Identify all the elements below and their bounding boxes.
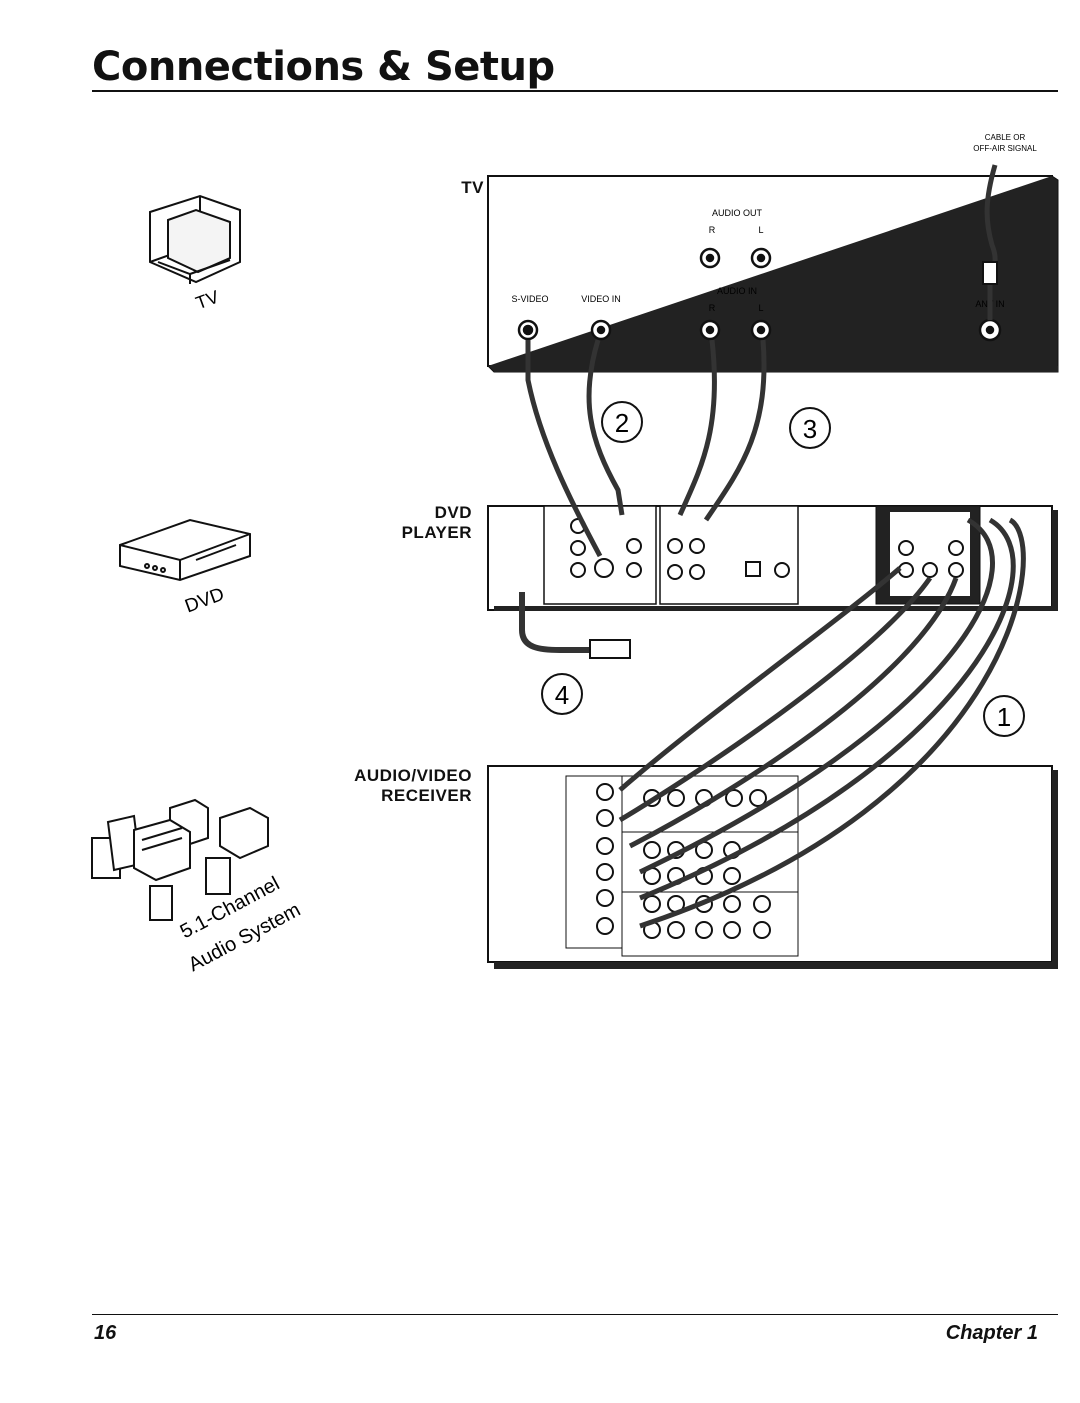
dvd-icon-caption: DVD (182, 584, 227, 617)
receiver-label-line1: AUDIO/VIDEO (354, 766, 472, 785)
audio-in-l-label: L (758, 303, 763, 313)
receiver-panel-label: AUDIO/VIDEO RECEIVER (330, 766, 472, 806)
step-4-marker: 4 (541, 673, 583, 715)
tv-audio-out-jacks (699, 247, 772, 269)
audio-out-l-label: L (758, 225, 763, 235)
header-rule (92, 90, 1058, 92)
tv-input-jacks (517, 318, 1002, 342)
tv-panel-label: TV (461, 178, 484, 197)
dvd-panel-label: DVD PLAYER (400, 503, 472, 543)
tv-rear-panel (487, 175, 1059, 373)
page-number: 16 (94, 1322, 117, 1344)
svideo-label: S-VIDEO (511, 294, 548, 304)
power-cord (519, 592, 598, 653)
page-title: Connections & Setup (92, 44, 555, 90)
cables (525, 339, 1026, 929)
audio-out-r-label: R (709, 225, 716, 235)
cable-signal-label-line2: OFF-AIR SIGNAL (973, 144, 1037, 153)
dvd-label-line2: PLAYER (401, 523, 472, 542)
audio-out-label: AUDIO OUT (712, 208, 763, 218)
cable-signal-label-line1: CABLE OR (985, 133, 1026, 142)
svg-text:1: 1 (997, 702, 1011, 732)
dvd-label-line1: DVD (434, 503, 472, 522)
video-in-label: VIDEO IN (581, 294, 621, 304)
chapter-label: Chapter 1 (945, 1322, 1038, 1344)
receiver-label-line2: RECEIVER (381, 786, 472, 805)
step-2-marker: 2 (601, 401, 643, 443)
speaker-system-icon (91, 798, 269, 921)
audio-in-label: AUDIO IN (717, 286, 757, 296)
audio-in-r-label: R (709, 303, 716, 313)
svg-text:2: 2 (615, 408, 629, 438)
tv-icon (149, 194, 241, 284)
step-3-marker: 3 (789, 407, 831, 449)
svg-text:3: 3 (803, 414, 817, 444)
antenna-connector (982, 261, 998, 285)
dvd-icon (119, 518, 251, 582)
power-plug (589, 639, 631, 659)
tv-icon-caption: TV (193, 287, 221, 314)
footer-rule (92, 1314, 1058, 1315)
step-1-marker: 1 (983, 695, 1025, 737)
svg-text:4: 4 (555, 680, 569, 710)
